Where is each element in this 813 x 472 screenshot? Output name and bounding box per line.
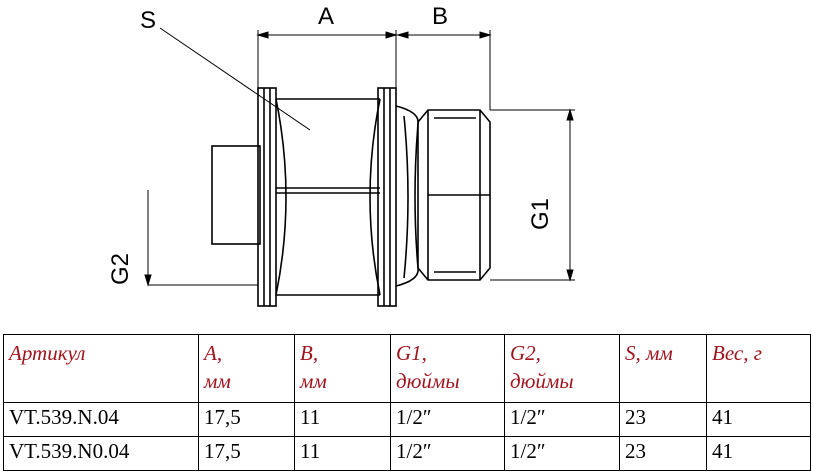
table-row: VT.539.N0.04 17,5 11 1/2″ 1/2″ 23 41 xyxy=(3,436,811,471)
cell-g1: 1/2″ xyxy=(390,402,505,437)
left-flange xyxy=(257,87,277,307)
header-cell: A,мм xyxy=(198,334,295,403)
cell-b: 11 xyxy=(294,402,391,437)
cell-weight: 41 xyxy=(706,402,811,437)
right-flange xyxy=(377,87,397,307)
cell-article: VT.539.N0.04 xyxy=(3,436,199,471)
cell-b: 11 xyxy=(294,436,391,471)
label-g1: G1 xyxy=(527,198,554,230)
left-stub xyxy=(211,145,261,245)
header-cell: S, мм xyxy=(619,334,707,403)
cell-s: 23 xyxy=(619,436,707,471)
cell-weight: 41 xyxy=(706,436,811,471)
label-s: S xyxy=(140,7,156,34)
cell-s: 23 xyxy=(619,402,707,437)
header-cell: Артикул xyxy=(3,334,199,403)
technical-drawing: S A B G1 G2 xyxy=(107,3,575,307)
table-header-row: Артикул A,мм B,мм G1,дюймы G2,дюймы S, м… xyxy=(3,334,811,403)
header-cell: B,мм xyxy=(294,334,391,403)
cell-a: 17,5 xyxy=(198,402,295,437)
header-cell: G1,дюймы xyxy=(390,334,505,403)
cell-g1: 1/2″ xyxy=(390,436,505,471)
thread-nipple xyxy=(417,109,491,281)
o-ring xyxy=(395,105,419,287)
spec-table: Артикул A,мм B,мм G1,дюймы G2,дюймы S, м… xyxy=(3,334,811,471)
hex-body xyxy=(275,98,381,296)
label-b: B xyxy=(432,3,448,30)
label-g2: G2 xyxy=(107,253,134,285)
cell-a: 17,5 xyxy=(198,436,295,471)
header-cell: Вес, г xyxy=(706,334,811,403)
table-row: VT.539.N.04 17,5 11 1/2″ 1/2″ 23 41 xyxy=(3,402,811,437)
header-cell: G2,дюймы xyxy=(504,334,620,403)
label-a: A xyxy=(318,3,334,30)
cell-article: VT.539.N.04 xyxy=(3,402,199,437)
cell-g2: 1/2″ xyxy=(504,436,620,471)
cell-g2: 1/2″ xyxy=(504,402,620,437)
